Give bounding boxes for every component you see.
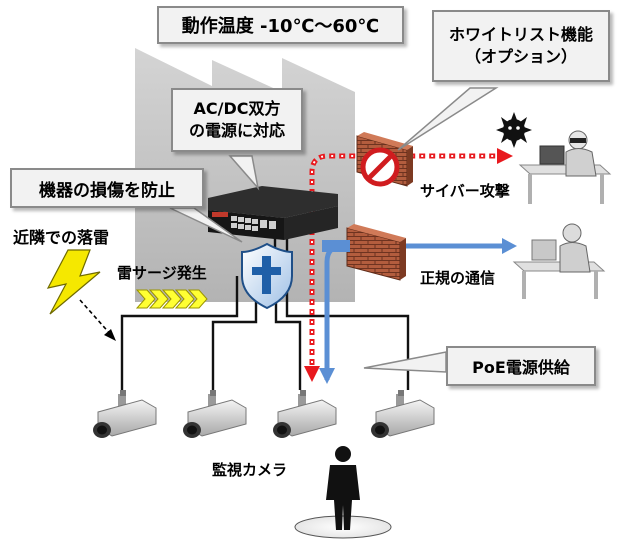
virus-icon (496, 112, 532, 148)
power-callout: AC/DC双方 の電源に対応 (171, 88, 303, 152)
block-icon (360, 147, 400, 187)
camera-icon (93, 390, 435, 438)
surge-arrows-icon (135, 289, 208, 309)
damage-callout: 機器の損傷を防止 (10, 168, 204, 208)
temperature-callout: 動作温度 -10℃～60℃ (157, 6, 404, 44)
callout-pointer-whitelist (397, 87, 499, 151)
whitelist-line2: （オプション） (464, 47, 577, 66)
attacker-icon (518, 130, 612, 204)
legit-comm-label: 正規の通信 (420, 269, 496, 287)
callout-pointer-power (228, 155, 260, 191)
firewall-lower-icon (346, 224, 406, 281)
temperature-text: 動作温度 -10℃～60℃ (181, 16, 380, 37)
damage-text: 機器の損傷を防止 (39, 180, 175, 201)
poe-text: PoE電源供給 (472, 358, 570, 377)
power-line2: の電源に対応 (188, 121, 285, 140)
person-icon (294, 446, 392, 539)
power-line1: AC/DC双方 (193, 99, 281, 119)
lightning-icon (46, 249, 101, 315)
whitelist-line1: ホワイトリスト機能 (448, 24, 593, 44)
callout-pointer-poe (363, 351, 447, 373)
callout-pointer-damage (169, 207, 243, 243)
lightning-nearby-label: 近隣での落雷 (13, 228, 110, 247)
surge-label: 雷サージ発生 (117, 264, 207, 282)
lightning-trace-arrow (79, 299, 116, 341)
shield-icon (241, 242, 293, 310)
poe-callout: PoE電源供給 (446, 346, 596, 386)
whitelist-callout: ホワイトリスト機能 （オプション） (432, 10, 610, 82)
switch-icon (208, 186, 338, 240)
user-icon (512, 223, 606, 299)
cameras-label: 監視カメラ (212, 461, 288, 479)
cyber-attack-label: サイバー攻撃 (420, 182, 510, 200)
attack-path (304, 148, 513, 382)
